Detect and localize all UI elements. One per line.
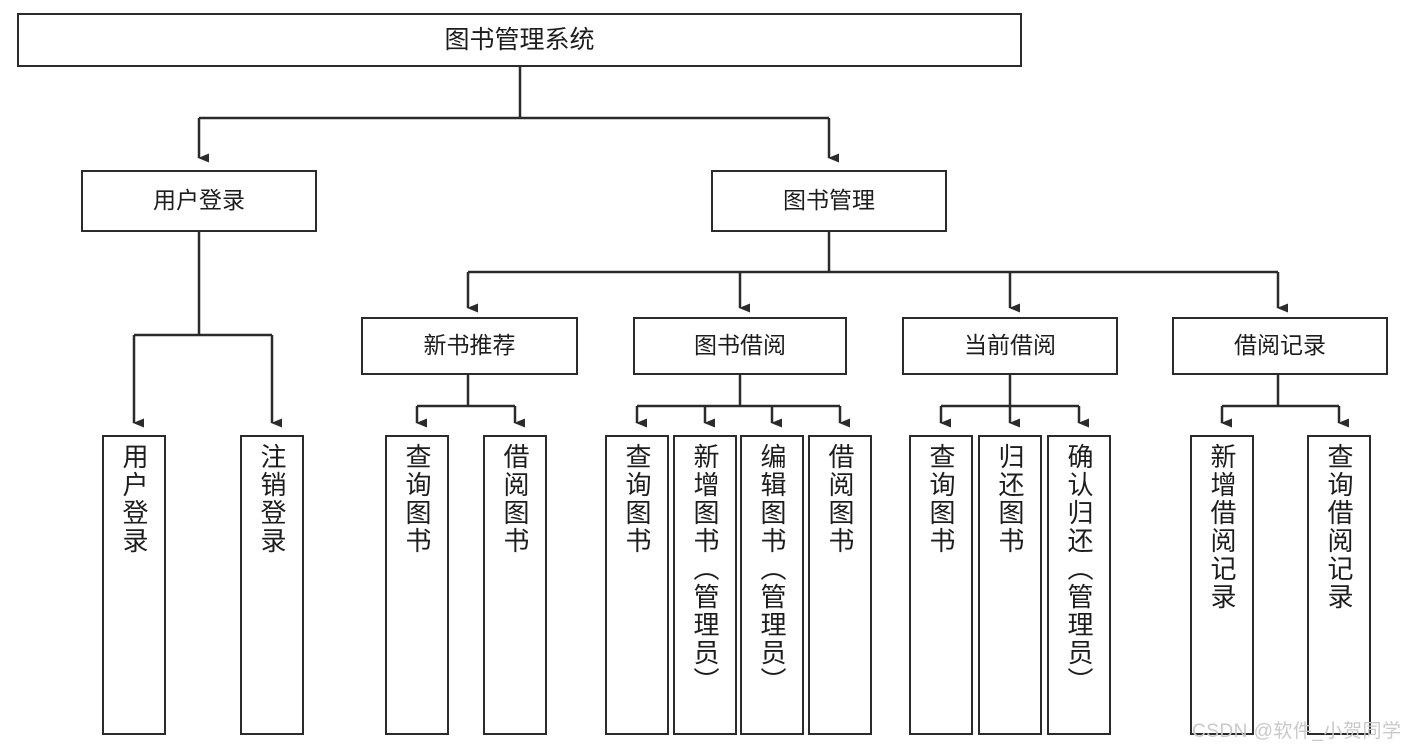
node-book-borrow[interactable]: 图书借阅 bbox=[633, 317, 847, 375]
node-leaf-confirm-return-label: 确认归还（管理员） bbox=[1064, 443, 1094, 695]
node-book-management[interactable]: 图书管理 bbox=[711, 170, 947, 232]
node-user-login[interactable]: 用户登录 bbox=[81, 170, 317, 232]
node-leaf-query-book-2-label: 查询图书 bbox=[622, 443, 652, 555]
csdn-watermark: CSDN @软件_小贺同学 bbox=[1192, 721, 1402, 742]
node-leaf-user-login-label: 用户登录 bbox=[119, 443, 149, 555]
node-leaf-confirm-return[interactable]: 确认归还（管理员） bbox=[1047, 435, 1111, 735]
node-leaf-query-book-2[interactable]: 查询图书 bbox=[605, 435, 669, 735]
node-leaf-logout-login-label: 注销登录 bbox=[257, 443, 287, 555]
node-leaf-add-borrow-record[interactable]: 新增借阅记录 bbox=[1190, 435, 1254, 735]
node-leaf-borrow-book-1[interactable]: 借阅图书 bbox=[483, 435, 547, 735]
node-leaf-return-book[interactable]: 归还图书 bbox=[978, 435, 1042, 735]
node-leaf-add-borrow-record-label: 新增借阅记录 bbox=[1207, 443, 1237, 611]
node-new-book-recommend-label: 新书推荐 bbox=[423, 332, 516, 359]
node-leaf-logout-login[interactable]: 注销登录 bbox=[240, 435, 304, 735]
node-root[interactable]: 图书管理系统 bbox=[17, 13, 1022, 67]
node-borrow-record[interactable]: 借阅记录 bbox=[1172, 317, 1388, 375]
node-leaf-query-borrow-record[interactable]: 查询借阅记录 bbox=[1307, 435, 1371, 735]
node-leaf-query-book-1[interactable]: 查询图书 bbox=[385, 435, 449, 735]
node-current-borrow[interactable]: 当前借阅 bbox=[902, 317, 1118, 375]
node-leaf-borrow-book-2-label: 借阅图书 bbox=[825, 443, 855, 555]
node-current-borrow-label: 当前借阅 bbox=[964, 332, 1056, 359]
node-leaf-query-borrow-record-label: 查询借阅记录 bbox=[1324, 443, 1354, 611]
node-borrow-record-label: 借阅记录 bbox=[1234, 332, 1326, 359]
node-root-label: 图书管理系统 bbox=[444, 26, 595, 54]
node-leaf-add-book-label: 新增图书（管理员） bbox=[690, 443, 720, 695]
node-leaf-edit-book-label: 编辑图书（管理员） bbox=[757, 443, 787, 695]
node-leaf-edit-book[interactable]: 编辑图书（管理员） bbox=[740, 435, 804, 735]
node-user-login-label: 用户登录 bbox=[153, 187, 245, 214]
node-leaf-user-login[interactable]: 用户登录 bbox=[102, 435, 166, 735]
node-leaf-borrow-book-2[interactable]: 借阅图书 bbox=[808, 435, 872, 735]
node-book-management-label: 图书管理 bbox=[783, 187, 875, 214]
node-leaf-query-book-1-label: 查询图书 bbox=[402, 443, 432, 555]
node-book-borrow-label: 图书借阅 bbox=[694, 332, 786, 359]
node-leaf-query-book-3[interactable]: 查询图书 bbox=[909, 435, 973, 735]
node-leaf-add-book[interactable]: 新增图书（管理员） bbox=[673, 435, 737, 735]
node-leaf-query-book-3-label: 查询图书 bbox=[926, 443, 956, 555]
node-leaf-borrow-book-1-label: 借阅图书 bbox=[500, 443, 530, 555]
node-leaf-return-book-label: 归还图书 bbox=[995, 443, 1025, 555]
node-new-book-recommend[interactable]: 新书推荐 bbox=[361, 317, 578, 375]
